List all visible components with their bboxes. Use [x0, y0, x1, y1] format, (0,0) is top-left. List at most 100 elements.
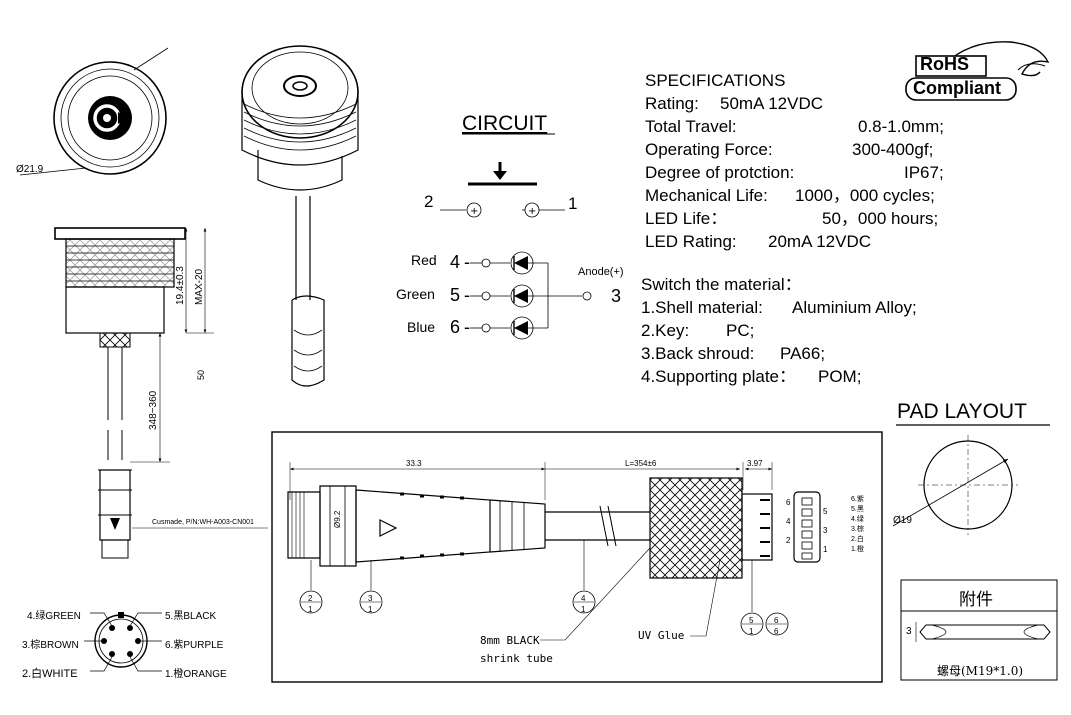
pin-label-3: 3.棕BROWN — [22, 640, 79, 651]
connector-diameter: Ø9.2 — [333, 510, 342, 528]
spec-led-rating-label: LED Rating: — [645, 232, 737, 251]
material-key-label: 2.Key: — [641, 321, 690, 340]
pin-name-4: 4.绿 — [851, 516, 864, 523]
pin-name-3: 3.棕 — [851, 526, 864, 533]
balloon-circle — [572, 590, 596, 614]
spec-led-life-value: 50，000 hours; — [822, 209, 939, 228]
pcb-pin-5: 5 — [823, 507, 828, 516]
pad-layout-title: PAD LAYOUT — [897, 400, 1027, 423]
side-view: 19.4±0.3 MAX-20 348~360 50 Cusmade, P/N:… — [54, 227, 268, 559]
balloon-3-top: 4 — [581, 594, 586, 603]
material-shell-label: 1.Shell material: — [641, 298, 763, 317]
front-diameter-label: Ø21.9 — [16, 164, 44, 175]
led-red-pin: 4 — [450, 252, 461, 272]
rohs-line2: Compliant — [913, 78, 1001, 98]
led-green-dash: - — [464, 285, 470, 305]
dim-max: MAX-20 — [194, 268, 205, 305]
pin-name-1: 1.橙 — [851, 546, 864, 553]
material-shell-value: Aluminium Alloy; — [792, 298, 917, 317]
led-red-color: Red — [411, 252, 437, 268]
switch-pin-left: 2 — [424, 192, 434, 211]
balloon-circle — [765, 612, 789, 636]
spec-protection-value: IP67; — [904, 163, 944, 182]
pcb-pin-2: 2 — [786, 536, 791, 545]
pin-name-6: 6.紫 — [851, 496, 864, 503]
pin-label-6: 6.紫PURPLE — [165, 640, 224, 651]
led-blue-dash: - — [464, 317, 470, 337]
balloon-5-top: 6 — [774, 616, 779, 625]
material-shroud-value: PA66; — [780, 344, 826, 363]
pad-layout-drawing — [892, 424, 1050, 535]
circuit-title: CIRCUIT — [462, 112, 548, 135]
balloon-4-bottom: 1 — [749, 627, 754, 636]
led-blue-pin: 6 — [450, 317, 461, 337]
material-title: Switch the material： — [641, 275, 802, 294]
svg-text:+: + — [470, 206, 478, 217]
pin-label-5: 5.黑BLACK — [165, 611, 217, 622]
balloon-5-bottom: 6 — [774, 627, 779, 636]
uv-glue-label: UV Glue — [638, 629, 685, 642]
pinout-diagram — [84, 612, 162, 672]
cable-detail — [271, 431, 883, 683]
custom-part-number: Cusmade, P/N:WH-A003-CN001 — [152, 519, 254, 526]
pcb-pin-4: 4 — [786, 517, 791, 526]
pin-name-5: 5.黑 — [851, 506, 864, 513]
dim-height: 19.4±0.3 — [175, 266, 186, 305]
balloon-circle — [299, 590, 323, 614]
led-red-dash: - — [464, 252, 470, 272]
spec-rating-label: Rating: — [645, 94, 699, 113]
spec-rating-value: 50mA 12VDC — [720, 94, 823, 113]
rohs-logo — [905, 41, 1050, 101]
cable-dim-mid: L=354±6 — [625, 459, 657, 468]
accessory-dim: 3 — [906, 626, 912, 637]
balloon-1-bottom: 1 — [308, 605, 313, 614]
circuit-diagram: + + — [440, 133, 592, 340]
pin-label-2: 2.白WHITE — [22, 668, 78, 680]
spec-protection-label: Degree of protction: — [645, 163, 795, 182]
pin-label-1: 1.橙ORANGE — [165, 669, 227, 680]
pin-label-4: 4.绿GREEN — [27, 611, 81, 622]
spec-led-life-label: LED Life： — [645, 209, 728, 228]
spec-travel-label: Total Travel: — [645, 117, 737, 136]
cable-dim-right: 3.97 — [747, 459, 763, 468]
shrink-tube-line2: shrink tube — [480, 652, 553, 665]
pcb-pin-3: 3 — [823, 526, 828, 535]
rohs-line1: RoHS — [920, 54, 969, 74]
balloon-4-top: 5 — [749, 616, 754, 625]
pcb-pin-6: 6 — [786, 498, 791, 507]
front-view: Ø21.9 — [16, 47, 169, 176]
shrink-tube-line1: 8mm BLACK — [480, 634, 540, 647]
spec-led-rating-value: 20mA 12VDC — [768, 232, 871, 251]
material-key-value: PC; — [726, 321, 755, 340]
spec-force-label: Operating Force: — [645, 140, 773, 159]
material-plate-value: POM; — [818, 367, 862, 386]
specifications-title: SPECIFICATIONS — [645, 71, 786, 90]
dim-50: 50 — [196, 370, 206, 380]
svg-text:+: + — [528, 206, 536, 217]
material-shroud-label: 3.Back shroud: — [641, 344, 755, 363]
spec-mechanical-label: Mechanical Life: — [645, 186, 768, 205]
led-blue-color: Blue — [407, 319, 436, 335]
accessory-caption: 螺母(M19*1.0) — [937, 664, 1024, 678]
anode-pin: 3 — [611, 286, 622, 306]
pad-layout-diameter: Ø19 — [893, 515, 912, 526]
balloon-2-top: 3 — [368, 594, 373, 603]
balloon-circle — [359, 590, 383, 614]
led-green-pin: 5 — [450, 285, 461, 305]
accessory-box — [900, 579, 1058, 681]
anode-label: Anode(+) — [578, 266, 624, 278]
pcb-pin-1: 1 — [823, 545, 828, 554]
led-green-color: Green — [396, 286, 435, 302]
cable-dim-left: 33.3 — [406, 459, 422, 468]
spec-force-value: 300-400gf; — [852, 140, 934, 159]
balloon-2-bottom: 1 — [368, 605, 373, 614]
switch-pin-right: 1 — [568, 194, 578, 213]
accessory-title: 附件 — [959, 590, 993, 610]
spec-travel-value: 0.8-1.0mm; — [858, 117, 944, 136]
material-plate-label: 4.Supporting plate： — [641, 367, 796, 386]
pin-name-2: 2.白 — [851, 536, 864, 543]
balloon-1-top: 2 — [308, 594, 313, 603]
spec-mechanical-value: 1000，000 cycles; — [795, 186, 935, 205]
dim-cable-length: 348~360 — [148, 390, 159, 430]
